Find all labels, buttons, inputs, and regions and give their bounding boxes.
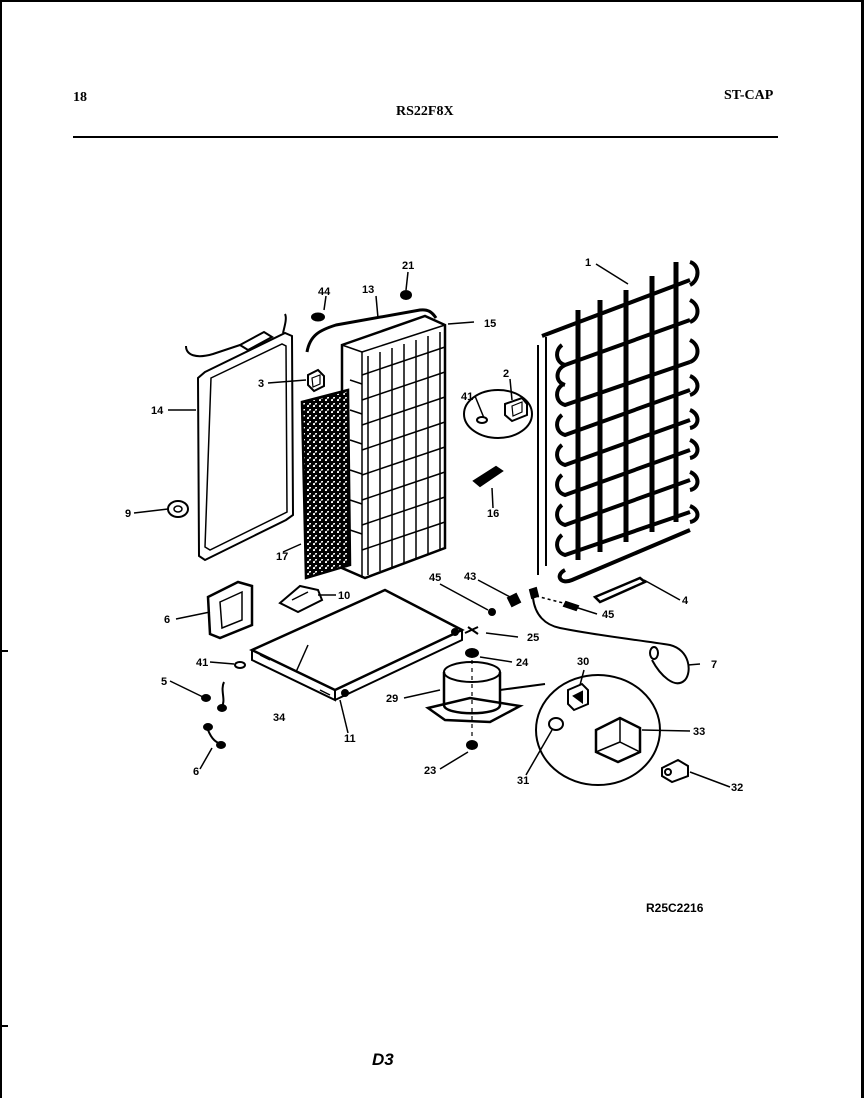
leader-lines: [133, 263, 731, 788]
callout-15: 15: [484, 318, 496, 330]
condenser-coil-part: [537, 260, 700, 584]
bracket-part: [206, 580, 324, 640]
callout-4: 4: [682, 595, 689, 607]
thermostat-bracket-part: [463, 389, 533, 439]
base-pan-part: [249, 588, 465, 702]
drain-tube-part: [472, 465, 504, 488]
clip-part: [307, 368, 325, 393]
callout-11: 11: [344, 733, 356, 745]
callout-24: 24: [516, 657, 529, 669]
grommet-part: [464, 626, 479, 658]
callout-34: 34: [273, 712, 286, 724]
frame-left-tick: [0, 1025, 8, 1027]
callout-13: 13: [362, 284, 374, 296]
callout-33: 33: [693, 726, 705, 738]
callout-41-upper: 41: [461, 391, 473, 403]
callout-25: 25: [527, 632, 539, 644]
callout-7: 7: [711, 659, 717, 671]
callout-3: 3: [258, 378, 264, 390]
tubing-part: [488, 586, 690, 685]
callout-16: 16: [487, 508, 499, 520]
evaporator-cover-part: [300, 388, 352, 580]
callout-45-right: 45: [602, 609, 614, 621]
frame-top-border: [0, 0, 864, 2]
frame-left-border: [0, 0, 2, 1098]
callout-43: 43: [464, 571, 476, 583]
liner-frame-part: [167, 313, 295, 562]
callout-17: 17: [276, 551, 288, 563]
callout-23: 23: [424, 765, 436, 777]
page-number: 18: [73, 90, 87, 105]
model-number: RS22F8X: [396, 104, 454, 119]
diagram-reference-code: R25C2216: [646, 901, 704, 915]
callout-29: 29: [386, 693, 398, 705]
callout-41-lower: 41: [196, 657, 208, 669]
header-rule: [73, 136, 778, 138]
callout-1: 1: [585, 257, 591, 269]
callout-2: 2: [503, 368, 509, 380]
callout-21: 21: [402, 260, 414, 272]
callout-14: 14: [151, 405, 164, 417]
callout-31: 31: [517, 775, 529, 787]
callout-10: 10: [338, 590, 350, 602]
callout-5: 5: [161, 676, 167, 688]
callout-9: 9: [125, 508, 131, 520]
callout-6: 6: [164, 614, 170, 626]
evaporator-coil-part: [340, 314, 447, 580]
callout-6-lower: 6: [193, 766, 199, 778]
drier-part: [592, 576, 648, 604]
mounting-hardware-part: [201, 661, 246, 749]
callout-45-left: 45: [429, 572, 441, 584]
callout-labels: 1 2 3 4 5 6 6 7 9 10 11 13 14 15 16 17 2…: [125, 257, 743, 794]
callout-30: 30: [577, 656, 589, 668]
frame-right-border: [861, 0, 864, 1098]
page-code: D3: [372, 1050, 394, 1069]
section-code: ST-CAP: [724, 88, 774, 103]
frame-left-tick: [0, 650, 8, 652]
callout-44: 44: [318, 286, 331, 298]
callout-32: 32: [731, 782, 743, 794]
compressor-part: [425, 660, 546, 750]
